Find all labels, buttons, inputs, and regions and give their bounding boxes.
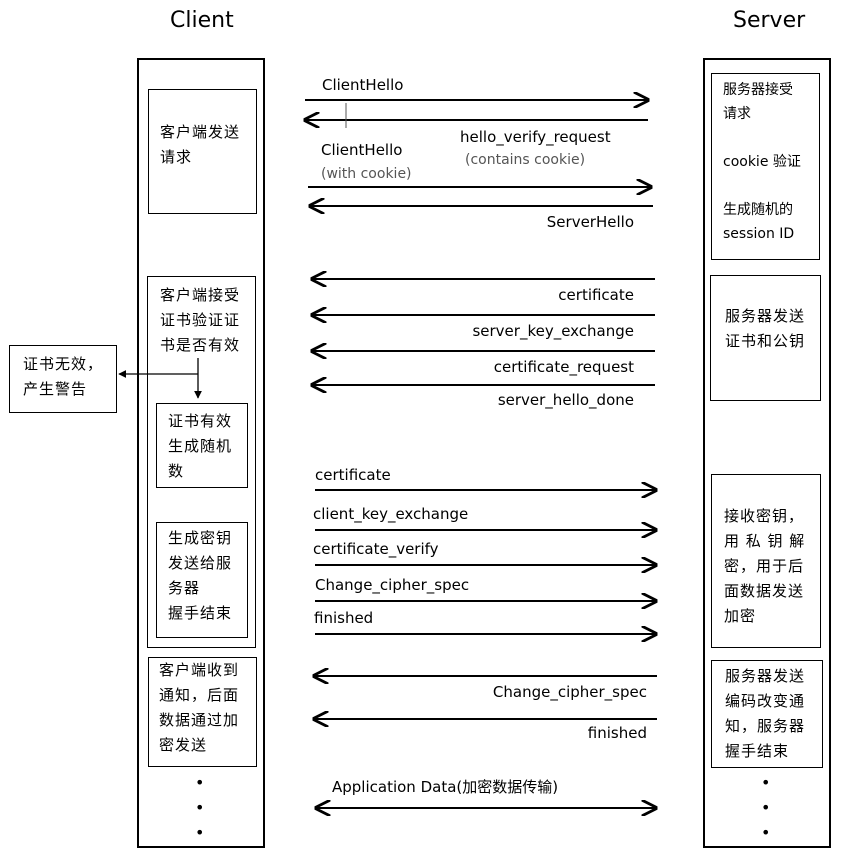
client-column [137, 58, 265, 848]
server-receive-key-box: 接收密钥， 用 私 钥 解 密，用于后 面数据发送 加密 [711, 474, 821, 648]
label-contains-cookie: (contains cookie) [465, 152, 586, 168]
client-send-request-box: 客户端发送 请求 [148, 89, 257, 214]
label-client-hello: ClientHello [322, 76, 404, 94]
server-column [703, 58, 831, 848]
server-accept-box: 服务器接受 请求 cookie 验证 生成随机的 session ID [711, 73, 820, 260]
label-client-key-exchange: client_key_exchange [313, 505, 469, 523]
label-hello-verify-request: hello_verify_request [460, 128, 611, 146]
label-certificate-c: certificate [315, 466, 391, 484]
label-server-key-exchange: server_key_exchange [472, 322, 634, 340]
client-ellipsis-1: • [195, 773, 205, 792]
client-ellipsis-3: • [195, 823, 205, 842]
label-certificate-s: certificate [558, 286, 634, 304]
client-receive-notice-box: 客户端收到 通知，后面 数据通过加 密发送 [148, 657, 257, 767]
label-finished-s: finished [587, 724, 647, 742]
label-server-hello-done: server_hello_done [497, 391, 634, 409]
label-server-hello: ServerHello [546, 213, 634, 231]
server-ellipsis-3: • [761, 823, 771, 842]
label-client-hello-2: ClientHello [321, 141, 403, 159]
server-ellipsis-2: • [761, 798, 771, 817]
client-title: Client [170, 8, 234, 33]
label-certificate-verify: certificate_verify [313, 540, 439, 558]
label-finished-c: finished [314, 609, 374, 627]
label-with-cookie: (with cookie) [321, 166, 412, 182]
server-send-cert-box: 服务器发送 证书和公钥 [710, 275, 821, 401]
cert-invalid-box: 证书无效， 产生警告 [9, 345, 117, 413]
label-application-data: Application Data(加密数据传输) [332, 778, 559, 796]
server-title: Server [733, 8, 806, 33]
label-change-cipher-s: Change_cipher_spec [492, 683, 647, 701]
client-cert-valid-box: 证书有效 生成随机 数 [156, 403, 248, 488]
label-change-cipher-c: Change_cipher_spec [315, 576, 470, 594]
server-send-change-box: 服务器发送 编码改变通 知，服务器 握手结束 [711, 660, 823, 768]
label-certificate-request: certificate_request [493, 358, 634, 376]
server-ellipsis-1: • [761, 773, 771, 792]
client-verify-cert-text: 客户端接受 证书验证证 书是否有效 [160, 286, 241, 354]
client-gen-key-box: 生成密钥 发送给服 务器 握手结束 [156, 522, 248, 638]
client-ellipsis-2: • [195, 798, 205, 817]
